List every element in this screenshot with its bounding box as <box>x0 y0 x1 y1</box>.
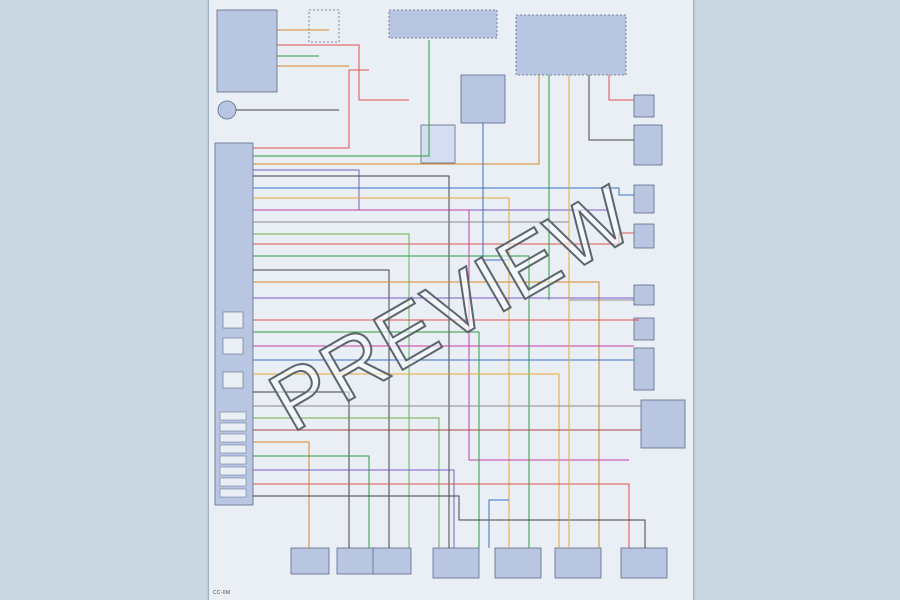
control-module <box>214 142 254 506</box>
wire-harness <box>236 29 646 548</box>
wiring-diagram <box>214 9 686 579</box>
module-pin-stack <box>219 411 247 498</box>
right-module-7 <box>633 347 655 391</box>
module-sub-block <box>222 311 244 329</box>
bottom-left-sensor <box>217 100 237 120</box>
right-sensor-3 <box>633 184 655 214</box>
right-sensor-6 <box>633 317 655 341</box>
right-component-group <box>633 94 686 449</box>
actuator-5 <box>494 547 542 579</box>
bottom-actuator-group <box>290 547 668 579</box>
top-left-connector-block <box>216 9 278 93</box>
right-sensor-4 <box>633 223 655 249</box>
right-actuator-block <box>640 399 686 449</box>
top-right-relay-module <box>515 14 627 76</box>
top-component-group <box>216 9 627 164</box>
actuator-2 <box>336 547 376 575</box>
wiring-diagram-sheet: CC-0M <box>208 0 694 600</box>
module-sub-block <box>222 337 244 355</box>
small-connector-block <box>420 124 456 164</box>
center-relay <box>460 74 506 124</box>
top-center-junction-box <box>388 9 498 39</box>
right-sensor-5 <box>633 284 655 306</box>
actuator-4 <box>432 547 480 579</box>
actuator-3 <box>372 547 412 575</box>
top-left-relay-box <box>308 9 340 43</box>
module-sub-block <box>222 371 244 389</box>
right-sensor-1 <box>633 94 655 118</box>
right-module-2 <box>633 124 663 166</box>
actuator-6 <box>554 547 602 579</box>
actuator-1 <box>290 547 330 575</box>
actuator-7 <box>620 547 668 579</box>
diagram-sheet-id: CC-0M <box>213 590 231 596</box>
